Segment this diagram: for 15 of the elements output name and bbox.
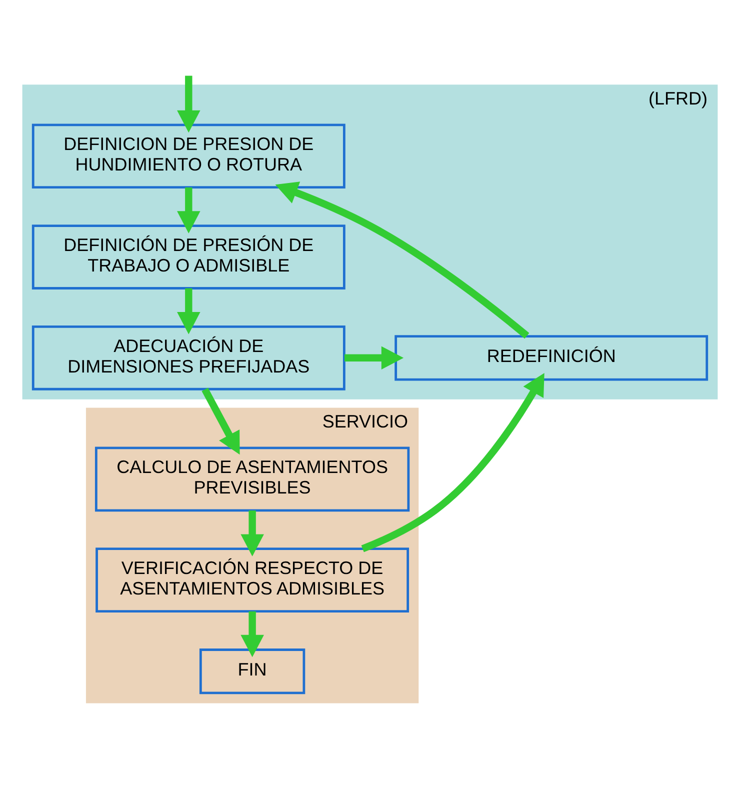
arrow bbox=[177, 186, 200, 233]
arrow bbox=[177, 288, 200, 334]
node-box: DEFINICION DE PRESION DE HUNDIMIENTO O ROTURA bbox=[32, 123, 346, 188]
node-box: FIN bbox=[199, 648, 306, 694]
arrow bbox=[202, 387, 240, 454]
node-box: VERIFICACIÓN RESPECTO DE ASENTAMIENTOS ADMISIBLES bbox=[96, 547, 410, 612]
node-box: REDEFINICIÓN bbox=[394, 334, 708, 380]
arrow bbox=[240, 510, 264, 556]
arrow bbox=[240, 610, 264, 657]
arrow bbox=[275, 181, 530, 338]
node-box: CALCULO DE ASENTAMIENTOS PREVISIBLES bbox=[94, 446, 410, 512]
arrow bbox=[344, 346, 404, 370]
node-box: DEFINICIÓN DE PRESIÓN DE TRABAJO O ADMISIBLE bbox=[32, 224, 346, 289]
node-box: ADECUACIÓN DE DIMENSIONES PREFIJADAS bbox=[32, 324, 346, 390]
arrow bbox=[177, 75, 200, 132]
